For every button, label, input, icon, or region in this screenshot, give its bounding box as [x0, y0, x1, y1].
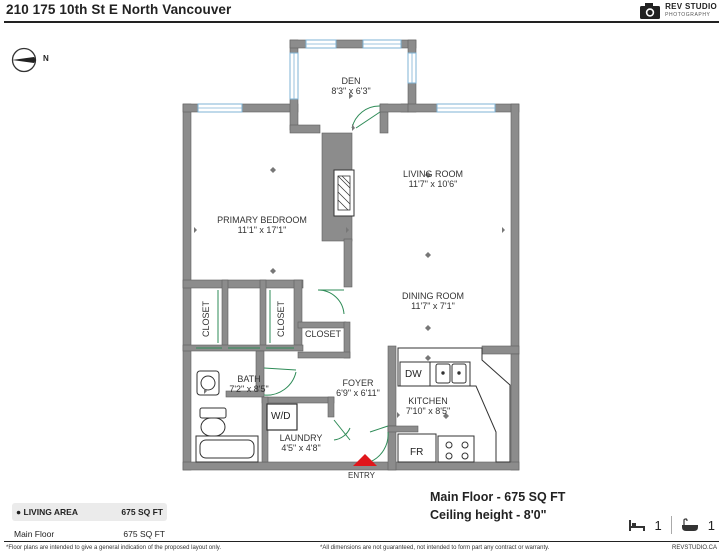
footer-disclaimer-layout: *Floor plans are intended to give a gene… [6, 545, 222, 551]
area-header-label: ● LIVING AREA [16, 507, 78, 517]
closet-mid: CLOSET [271, 296, 291, 342]
room-dimensions: 11'7" x 10'6" [408, 179, 458, 189]
area-table: ● LIVING AREA 675 SQ FT Main Floor 675 S… [12, 503, 167, 541]
fridge-label: FR [410, 447, 424, 458]
header-rule [4, 21, 719, 23]
footer-website: REVSTUDIO.CA [671, 545, 717, 551]
room-kitchen: KITCHEN 7'10" x 8'5" [398, 396, 458, 416]
room-name: LIVING ROOM [402, 169, 463, 179]
bath-count: 1 [707, 517, 715, 533]
room-primary-bedroom: PRIMARY BEDROOM 11'1" x 17'1" [207, 215, 317, 235]
ceiling-height-line: Ceiling height - 8'0" [430, 508, 547, 522]
room-den: DEN 8'3" x 6'3" [316, 76, 386, 96]
room-laundry: LAUNDRY 4'5" x 4'8" [274, 433, 328, 453]
room-dimensions: 6'9" x 6'11" [336, 388, 380, 398]
closet-label: CLOSET [276, 300, 286, 337]
bed-count: 1 [654, 517, 662, 533]
room-name: DEN [341, 76, 361, 86]
floor-area-line: Main Floor - 675 SQ FT [430, 490, 566, 504]
compass-north-label: N [43, 54, 49, 63]
area-header-row: ● LIVING AREA 675 SQ FT [12, 503, 167, 521]
floor-info: Main Floor - 675 SQ FT Ceiling height - … [430, 488, 565, 524]
bed-icon [628, 520, 645, 531]
room-bath: BATH 7'2" x 8'5" [222, 374, 276, 394]
room-dimensions: 7'2" x 8'5" [229, 384, 269, 394]
room-dimensions: 7'10" x 8'5" [405, 406, 451, 416]
room-dimensions: 11'1" x 17'1" [237, 225, 287, 235]
brand-subtitle: PHOTOGRAPHY [665, 12, 711, 18]
footer-disclaimer-dimensions: *All dimensions are not guaranteed, not … [320, 545, 550, 551]
brand-name: REV STUDIO [665, 2, 717, 11]
room-name: LAUNDRY [279, 433, 323, 443]
listing-address: 210 175 10th St E North Vancouver [6, 2, 232, 17]
room-name: BATH [237, 374, 261, 384]
area-row-value: 675 SQ FT [123, 529, 165, 539]
brand-logo: REV STUDIO PHOTOGRAPHY [639, 2, 717, 20]
closet-right: CLOSET [304, 329, 341, 339]
room-dining: DINING ROOM 11'7" x 7'1" [388, 291, 478, 311]
closet-label: CLOSET [201, 300, 211, 337]
closet-left: CLOSET [196, 296, 216, 342]
room-foyer: FOYER 6'9" x 6'11" [330, 378, 386, 398]
dishwasher-label: DW [405, 369, 422, 380]
entry-arrow-icon [353, 454, 377, 466]
room-count-legend: 1 1 [628, 516, 715, 534]
footer-rule [4, 541, 719, 542]
room-name: FOYER [342, 378, 374, 388]
room-name: KITCHEN [408, 396, 448, 406]
legend-divider [670, 516, 672, 534]
room-dimensions: 4'5" x 4'8" [281, 443, 321, 453]
area-row: Main Floor 675 SQ FT [12, 527, 167, 541]
entry-label: ENTRY [348, 471, 375, 480]
room-dimensions: 8'3" x 6'3" [331, 86, 371, 96]
compass-icon [11, 47, 37, 73]
area-header-value: 675 SQ FT [121, 507, 163, 517]
bathtub-icon [681, 518, 698, 531]
room-name: DINING ROOM [402, 291, 464, 301]
washer-dryer-label: W/D [271, 411, 291, 422]
camera-icon [640, 3, 661, 19]
room-name: PRIMARY BEDROOM [217, 215, 307, 225]
floor-plan [182, 39, 520, 471]
room-living: LIVING ROOM 11'7" x 10'6" [388, 169, 478, 189]
room-dimensions: 11'7" x 7'1" [411, 301, 455, 311]
area-row-label: Main Floor [14, 529, 55, 539]
